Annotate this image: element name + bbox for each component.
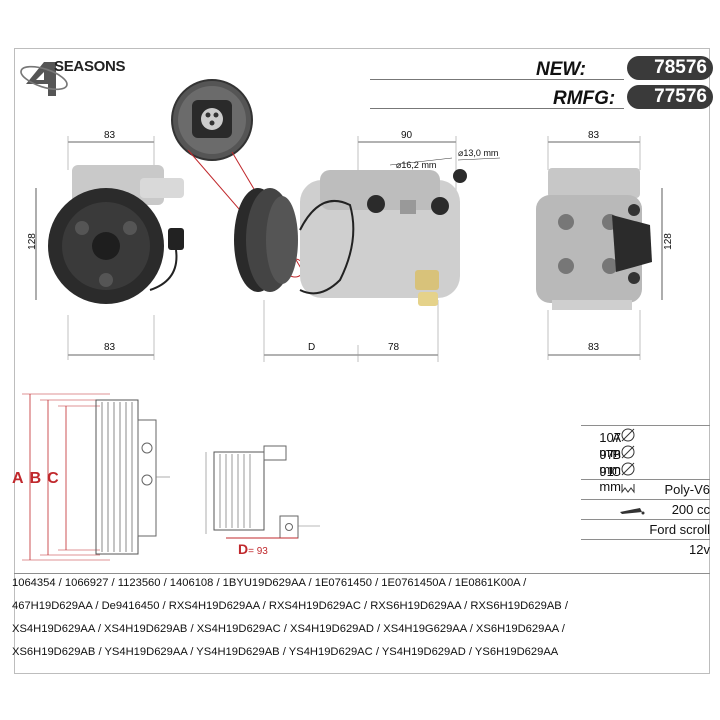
diameter-rows: A 107 mm B 97 mm C 91 mm — [581, 425, 710, 494]
oem-references: 1064354 / 1066927 / 1123560 / 1406108 / … — [12, 573, 710, 658]
back-top-dim: 83 — [588, 130, 600, 141]
oil-can-icon — [620, 508, 645, 515]
new-label: NEW: — [536, 59, 586, 80]
header-line-new — [370, 79, 624, 80]
rmfg-value: 77576 — [627, 85, 713, 109]
hole-dim-1: ⌀16,2 mm — [396, 160, 437, 170]
back-view-drawing — [536, 136, 663, 360]
poly-v-belt-icon — [621, 484, 635, 494]
new-value: 78576 — [627, 56, 713, 80]
d-value-label: D= 93 — [238, 541, 268, 557]
side-view-drawing — [234, 136, 501, 362]
diameter-icons — [621, 428, 635, 476]
rmfg-label: RMFG: — [553, 88, 616, 109]
back-side-dim: 128 — [662, 233, 674, 250]
brand-name: SEASONS — [54, 58, 126, 75]
side-bottom-d: D — [308, 342, 316, 353]
ref-line-4: XS6H19D629AB / YS4H19D629AA / YS4H19D629… — [12, 646, 559, 658]
spec-voltage: 12v — [581, 539, 710, 560]
hole-dim-2: ⌀13,0 mm — [458, 148, 499, 158]
header-line-rmfg — [370, 108, 624, 109]
back-bottom-dim: 83 — [588, 342, 600, 353]
letter-b: B — [29, 470, 42, 487]
front-side-dim: 128 — [26, 233, 38, 250]
spec-belt: Poly-V6 — [581, 479, 710, 500]
letter-c: C — [47, 470, 59, 487]
front-top-dim: 83 — [104, 130, 116, 141]
spec-table: A 107 mm B 97 mm C 91 mm Poly-V6 200 cc … — [581, 425, 710, 565]
letter-a: A — [12, 470, 24, 487]
connector-detail-icon — [171, 79, 305, 278]
spec-volume: 200 cc — [581, 499, 710, 520]
product-sheet — [14, 48, 710, 674]
ref-line-1: 1064354 / 1066927 / 1123560 / 1406108 / … — [12, 577, 527, 589]
spec-type: Ford scroll — [581, 519, 710, 540]
front-view-drawing — [35, 136, 184, 360]
pulley-section-drawing — [22, 393, 170, 561]
front-bottom-dim: 83 — [104, 342, 116, 353]
d-measurement-drawing — [205, 445, 320, 539]
ref-line-2: 467H19D629AA / De9416450 / RXS4H19D629AA… — [12, 600, 568, 612]
side-bottom-78: 78 — [388, 342, 400, 353]
ref-line-3: XS4H19D629AA / XS4H19D629AB / XS4H19D629… — [12, 623, 565, 635]
four-seasons-logo-icon — [20, 62, 68, 96]
side-top-dim: 90 — [401, 130, 413, 141]
